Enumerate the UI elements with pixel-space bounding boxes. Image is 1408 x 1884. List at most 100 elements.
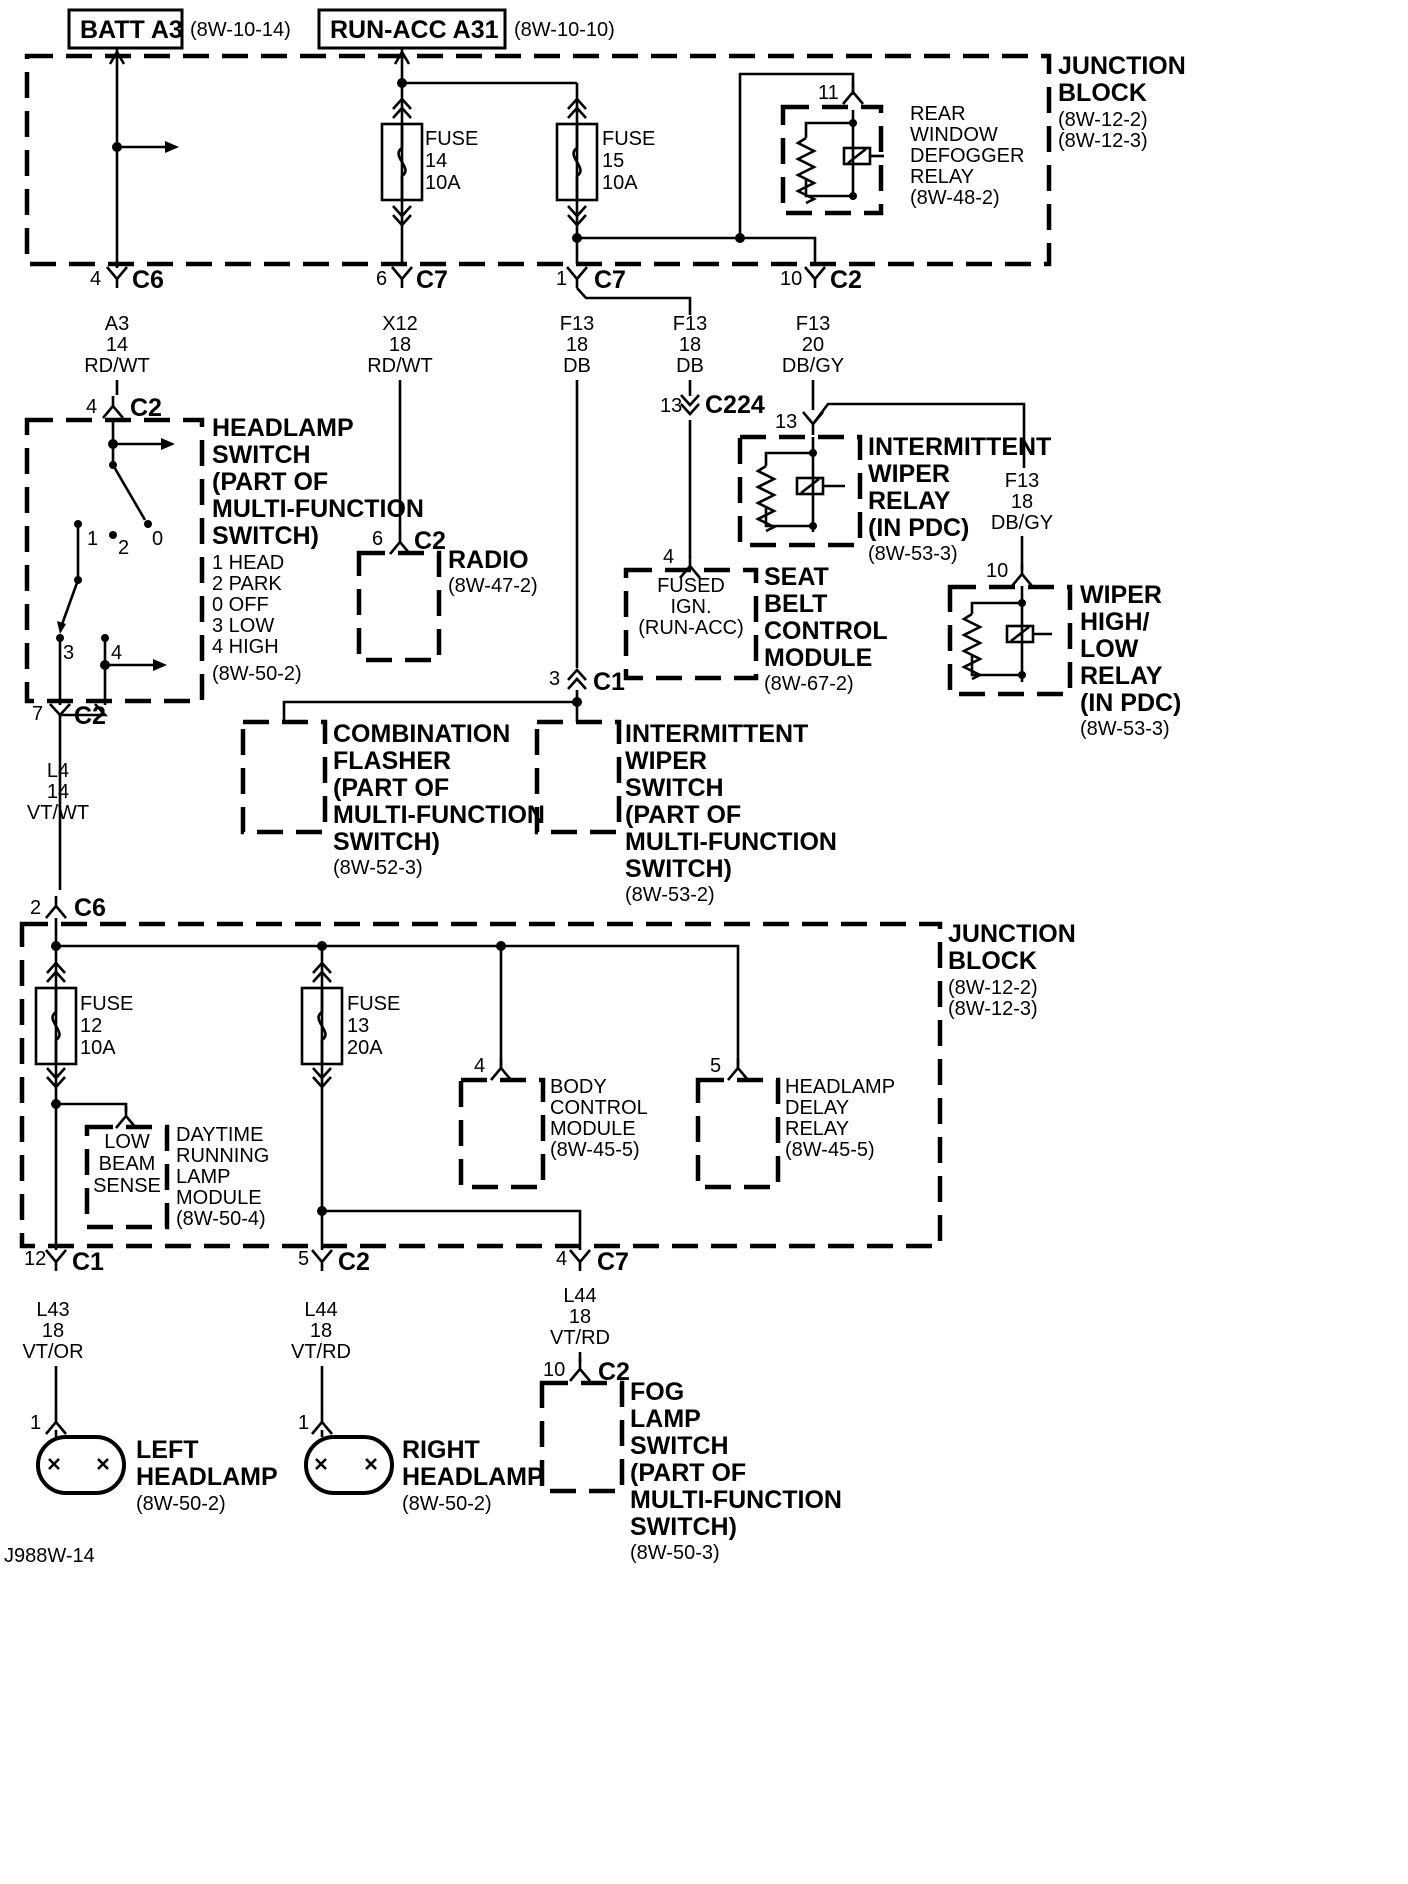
svg-text:RD/WT: RD/WT	[84, 355, 150, 377]
svg-text:2 PARK: 2 PARK	[212, 573, 282, 595]
combo-flasher-label: COMBINATION FLASHER (PART OF MULTI-FUNCT…	[333, 720, 545, 879]
svg-text:10A: 10A	[602, 172, 638, 194]
svg-text:(PART OF: (PART OF	[333, 774, 449, 802]
hdr-pin: 5	[710, 1055, 721, 1077]
wire-a3: A3 14 RD/WT	[84, 313, 150, 377]
combo-flasher-box	[240, 719, 328, 835]
svg-text:RD/WT: RD/WT	[367, 355, 433, 377]
svg-text:(8W-53-2): (8W-53-2)	[625, 884, 715, 906]
defogger-pin: 11	[818, 82, 839, 104]
junction-block-bottom-label: JUNCTION BLOCK (8W-12-2) (8W-12-3)	[948, 920, 1076, 1020]
svg-text:F13: F13	[796, 313, 830, 335]
run-acc-box: RUN-ACC A31	[317, 8, 507, 50]
seatbelt-label: SEAT BELT CONTROL MODULE (8W-67-2)	[764, 563, 888, 695]
svg-text:FUSE: FUSE	[80, 993, 133, 1015]
svg-text:RIGHT: RIGHT	[402, 1436, 480, 1464]
svg-text:(8W-52-3): (8W-52-3)	[333, 857, 423, 879]
drl-inner: LOW BEAM SENSE	[93, 1131, 161, 1197]
c6a-name: C6	[132, 266, 164, 294]
c1b-name: C1	[72, 1248, 104, 1276]
wire-l44b: L44 18 VT/RD	[550, 1285, 610, 1349]
svg-text:L4: L4	[47, 760, 69, 782]
fuse-12-label: FUSE 12 10A	[80, 993, 133, 1059]
svg-text:LEFT: LEFT	[136, 1436, 199, 1464]
c2b-name: C2	[338, 1248, 370, 1276]
left-headlamp-icon	[36, 1435, 126, 1495]
right-headlamp-pin: 1	[298, 1412, 309, 1434]
c2radio-name: C2	[414, 527, 446, 555]
bcm-pin: 4	[474, 1055, 485, 1077]
svg-text:1 HEAD: 1 HEAD	[212, 552, 284, 574]
c2radio-pin: 6	[372, 528, 383, 550]
int-wiper-relay-pin: 13	[775, 411, 797, 433]
svg-text:MODULE: MODULE	[764, 644, 872, 672]
svg-text:RELAY: RELAY	[868, 487, 951, 515]
c2b-pin: 5	[298, 1248, 309, 1270]
fog-switch-box	[539, 1380, 625, 1494]
wiper-hl-pin: 10	[986, 560, 1008, 582]
svg-text:18: 18	[679, 334, 701, 356]
svg-text:13: 13	[347, 1015, 369, 1037]
svg-text:INTERMITTENT: INTERMITTENT	[625, 720, 808, 748]
svg-text:SENSE: SENSE	[93, 1175, 161, 1197]
headlamp-switch-pins: 1 2 0 3 4	[63, 528, 163, 664]
svg-text:L43: L43	[36, 1299, 69, 1321]
svg-text:15: 15	[602, 150, 624, 172]
wire-f13d: F13 18 DB/GY	[991, 470, 1053, 534]
svg-text:(8W-45-5): (8W-45-5)	[785, 1139, 875, 1161]
svg-text:(8W-48-2): (8W-48-2)	[910, 187, 1000, 209]
fuse-13-label: FUSE 13 20A	[347, 993, 400, 1059]
wiper-hl-label: WIPER HIGH/ LOW RELAY (IN PDC) (8W-53-3)	[1080, 581, 1181, 740]
svg-text:(PART OF: (PART OF	[630, 1459, 746, 1487]
svg-text:18: 18	[42, 1320, 64, 1342]
left-headlamp-label: LEFT HEADLAMP (8W-50-2)	[136, 1436, 278, 1515]
svg-text:LOW: LOW	[104, 1131, 150, 1153]
svg-text:L44: L44	[304, 1299, 337, 1321]
c6b-pin: 2	[30, 897, 41, 919]
c2hs-name: C2	[130, 394, 162, 422]
c224-pin: 13	[660, 395, 682, 417]
svg-text:F13: F13	[560, 313, 594, 335]
c2out-pin: 7	[32, 703, 43, 725]
batt-a3-box: BATT A3	[67, 8, 184, 50]
svg-text:(8W-45-5): (8W-45-5)	[550, 1139, 640, 1161]
svg-text:MODULE: MODULE	[176, 1187, 262, 1209]
svg-text:(8W-50-3): (8W-50-3)	[630, 1542, 720, 1564]
svg-text:RELAY: RELAY	[910, 166, 974, 188]
c7a-pin: 6	[376, 268, 387, 290]
svg-text:WIPER: WIPER	[1080, 581, 1162, 609]
svg-text:SWITCH): SWITCH)	[333, 828, 440, 856]
defogger-label: REAR WINDOW DEFOGGER RELAY (8W-48-2)	[910, 103, 1024, 209]
svg-text:FUSED: FUSED	[657, 575, 725, 597]
svg-text:FUSE: FUSE	[347, 993, 400, 1015]
c6b-name: C6	[74, 894, 106, 922]
svg-text:MULTI-FUNCTION: MULTI-FUNCTION	[630, 1486, 842, 1514]
radio-label: RADIO	[448, 546, 529, 574]
svg-text:FOG: FOG	[630, 1378, 684, 1406]
svg-text:4: 4	[111, 642, 122, 664]
svg-text:INTERMITTENT: INTERMITTENT	[868, 433, 1051, 461]
svg-text:(8W-50-2): (8W-50-2)	[212, 663, 302, 685]
svg-text:SEAT: SEAT	[764, 563, 829, 591]
svg-text:(PART OF: (PART OF	[625, 801, 741, 829]
svg-text:SWITCH): SWITCH)	[625, 855, 732, 883]
svg-text:(8W-50-4): (8W-50-4)	[176, 1208, 266, 1230]
fuse-15-label: FUSE 15 10A	[602, 128, 655, 194]
svg-text:(8W-50-2): (8W-50-2)	[136, 1493, 226, 1515]
svg-text:CONTROL: CONTROL	[764, 617, 888, 645]
svg-text:0: 0	[152, 528, 163, 550]
figure-id: J988W-14	[4, 1545, 95, 1567]
svg-text:SWITCH: SWITCH	[625, 774, 724, 802]
svg-text:14: 14	[425, 150, 447, 172]
run-ref: (8W-10-10)	[514, 19, 615, 41]
junction-block-bottom	[19, 921, 943, 1249]
svg-text:(RUN-ACC): (RUN-ACC)	[638, 617, 744, 639]
seatbelt-box	[623, 567, 759, 681]
svg-text:18: 18	[569, 1306, 591, 1328]
drl-box	[84, 1124, 170, 1230]
wire-l43: L43 18 VT/OR	[22, 1299, 83, 1363]
svg-text:20A: 20A	[347, 1037, 383, 1059]
right-headlamp-label: RIGHT HEADLAMP (8W-50-2)	[402, 1436, 544, 1515]
c1-pin: 3	[549, 668, 560, 690]
radio-box	[356, 550, 442, 663]
